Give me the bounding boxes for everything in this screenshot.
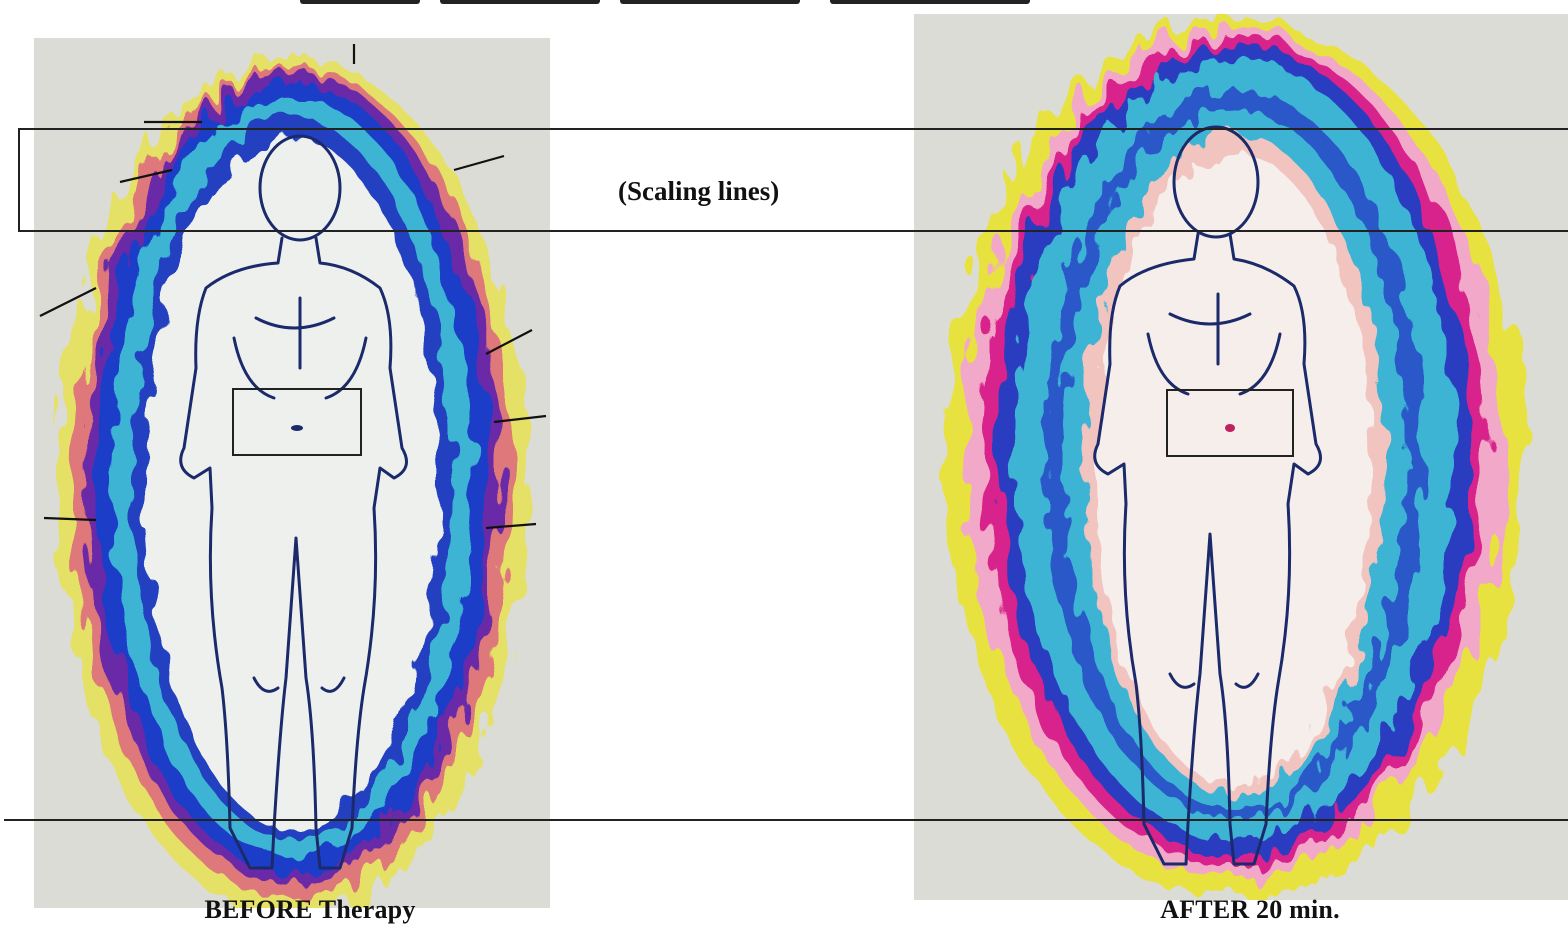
scaling-bottom-line — [4, 819, 1568, 821]
cropped-top-text — [0, 0, 1568, 8]
caption-after-20-min: AFTER 20 min. — [1120, 895, 1380, 925]
scaling-lines-box — [18, 128, 1568, 232]
caption-before-therapy: BEFORE Therapy — [150, 895, 470, 925]
scaling-lines-label: (Scaling lines) — [618, 176, 779, 207]
